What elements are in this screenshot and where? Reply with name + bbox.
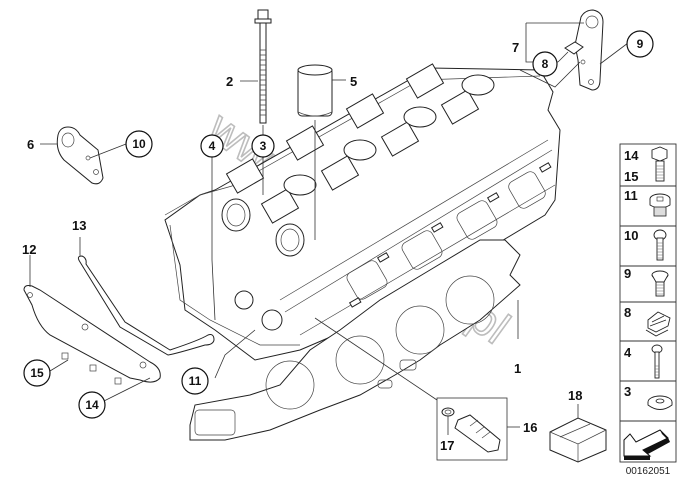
svg-text:11: 11 bbox=[189, 374, 202, 388]
leader-lines bbox=[29, 22, 629, 435]
svg-text:4: 4 bbox=[624, 345, 632, 360]
countersunk-screw-icon bbox=[651, 270, 669, 297]
svg-text:4: 4 bbox=[209, 139, 216, 153]
lifting-eye-rear[interactable] bbox=[564, 9, 604, 91]
legend-row-clip-nut[interactable]: 8 bbox=[624, 305, 671, 337]
svg-text:10: 10 bbox=[132, 137, 146, 151]
long-bolt-icon bbox=[651, 344, 663, 379]
studs bbox=[348, 162, 552, 308]
callout-10[interactable]: 10 bbox=[125, 130, 153, 158]
document-id: 00162051 bbox=[626, 466, 671, 477]
legend-row-washer[interactable]: 3 bbox=[624, 384, 673, 410]
callout-11[interactable]: 11 bbox=[181, 367, 209, 395]
callout-17[interactable]: 17 bbox=[440, 438, 454, 453]
callout-8[interactable]: 8 bbox=[532, 51, 558, 77]
legend-row-hex-bolt[interactable]: 14 15 bbox=[624, 146, 668, 184]
fastener-legend-panel: 14 15 11 10 bbox=[619, 143, 677, 463]
callouts: 2 5 6 7 1 12 13 16 17 18 3 4 10 8 9 bbox=[22, 30, 654, 453]
timing-cover-gasket[interactable] bbox=[77, 255, 215, 356]
callout-15[interactable]: 15 bbox=[23, 359, 51, 387]
screw-plug-icon bbox=[649, 193, 671, 217]
injector-group-box bbox=[436, 397, 508, 461]
callout-7[interactable]: 7 bbox=[512, 40, 519, 55]
svg-text:11: 11 bbox=[624, 188, 638, 203]
cylinder-head-gasket[interactable] bbox=[189, 239, 521, 441]
head-bolt[interactable] bbox=[254, 9, 272, 124]
svg-text:8: 8 bbox=[542, 57, 549, 71]
callout-12[interactable]: 12 bbox=[22, 242, 36, 257]
spark-plug-wells bbox=[283, 74, 495, 196]
clip-nut-icon bbox=[645, 311, 671, 337]
lifting-eye-front[interactable] bbox=[56, 126, 104, 185]
legend-row-arrow bbox=[623, 429, 670, 460]
legend-row-long-bolt[interactable]: 4 bbox=[624, 344, 663, 379]
svg-text:15: 15 bbox=[30, 366, 44, 380]
legend-row-screw-plug[interactable]: 11 bbox=[624, 188, 671, 217]
callout-5[interactable]: 5 bbox=[350, 74, 357, 89]
svg-text:10: 10 bbox=[624, 228, 638, 243]
callout-6[interactable]: 6 bbox=[27, 137, 34, 152]
callout-3[interactable]: 3 bbox=[251, 134, 275, 158]
arrow-indicator-icon bbox=[623, 429, 670, 460]
torx-bolt-icon bbox=[653, 229, 667, 261]
legend-row-countersunk-screw[interactable]: 9 bbox=[624, 266, 669, 297]
injector[interactable] bbox=[454, 414, 501, 453]
cylinder-head[interactable] bbox=[164, 63, 561, 361]
legend-row-torx-bolt[interactable]: 10 bbox=[624, 228, 667, 261]
callout-4[interactable]: 4 bbox=[200, 134, 224, 158]
svg-text:14: 14 bbox=[85, 398, 99, 412]
seal-ring[interactable] bbox=[441, 407, 455, 417]
svg-text:3: 3 bbox=[624, 384, 631, 399]
callout-14[interactable]: 14 bbox=[78, 391, 106, 419]
svg-text:15: 15 bbox=[624, 169, 638, 184]
callout-18[interactable]: 18 bbox=[568, 388, 582, 403]
callout-16[interactable]: 16 bbox=[523, 420, 537, 435]
cover-plate[interactable] bbox=[23, 285, 161, 385]
hex-bolt-icon bbox=[651, 146, 668, 182]
exhaust-ports bbox=[346, 171, 546, 300]
svg-text:9: 9 bbox=[637, 37, 644, 51]
svg-text:14: 14 bbox=[624, 148, 639, 163]
callout-13[interactable]: 13 bbox=[72, 218, 86, 233]
svg-text:3: 3 bbox=[260, 139, 267, 153]
callout-9[interactable]: 9 bbox=[626, 30, 654, 58]
sleeve[interactable] bbox=[297, 64, 333, 117]
svg-text:9: 9 bbox=[624, 266, 631, 281]
cam-bearing-caps bbox=[225, 63, 480, 224]
svg-text:8: 8 bbox=[624, 305, 631, 320]
clip-nut bbox=[564, 41, 584, 55]
callout-1[interactable]: 1 bbox=[514, 361, 521, 376]
washer-icon bbox=[647, 395, 673, 410]
repair-kit-box[interactable] bbox=[549, 417, 607, 463]
callout-2[interactable]: 2 bbox=[226, 74, 233, 89]
